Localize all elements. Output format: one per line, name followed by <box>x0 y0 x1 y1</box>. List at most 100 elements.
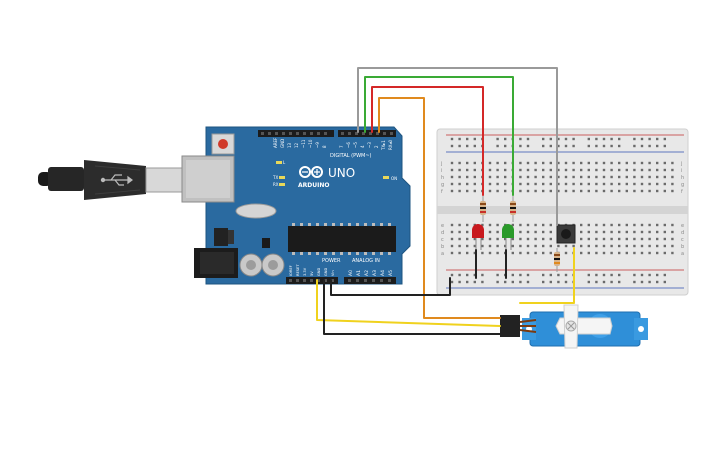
breadboard-hole <box>450 175 454 179</box>
breadboard-row-letter: d <box>681 230 684 236</box>
breadboard-row-letter: f <box>441 189 443 195</box>
breadboard-hole <box>466 244 469 248</box>
breadboard-hole <box>542 223 545 227</box>
power-pin-label: 3.3V <box>303 267 307 276</box>
power-pin-label: Vin <box>331 270 335 276</box>
breadboard-hole <box>618 280 621 284</box>
breadboard-hole <box>648 273 651 277</box>
breadboard-hole <box>557 175 560 179</box>
breadboard-hole <box>663 230 666 234</box>
breadboard-hole <box>511 237 514 241</box>
breadboard-hole <box>511 244 514 248</box>
breadboard-row-letter: f <box>681 189 683 195</box>
led-on-label: ON <box>391 176 397 181</box>
resistor-red-led <box>480 195 486 222</box>
breadboard-hole <box>648 230 651 234</box>
breadboard-hole <box>640 168 644 172</box>
breadboard-hole <box>519 161 522 165</box>
wires <box>316 67 575 335</box>
breadboard-hole <box>618 175 621 179</box>
breadboard-hole <box>595 230 598 234</box>
breadboard-hole <box>602 168 606 172</box>
breadboard-hole <box>610 137 613 141</box>
breadboard-hole <box>640 223 644 227</box>
breadboard-hole <box>450 280 454 284</box>
breadboard-hole <box>618 137 621 141</box>
breadboard-hole <box>671 161 674 165</box>
breadboard-hole <box>572 244 575 248</box>
breadboard-hole <box>572 182 575 186</box>
breadboard-hole <box>526 273 530 277</box>
breadboard-hole <box>640 189 644 193</box>
breadboard-row-letter: a <box>681 251 684 257</box>
breadboard-hole <box>625 175 628 179</box>
breadboard-hole <box>648 251 651 255</box>
breadboard-hole <box>633 251 636 255</box>
breadboard-row-letter: h <box>681 175 684 181</box>
breadboard-hole <box>595 189 598 193</box>
breadboard-row-letter: b <box>681 244 684 250</box>
breadboard-hole <box>450 273 454 277</box>
analog-label: ANALOG IN <box>352 258 380 264</box>
breadboard-hole <box>580 230 583 234</box>
breadboard-hole <box>504 244 507 248</box>
breadboard-hole <box>549 182 552 186</box>
breadboard-hole <box>534 223 537 227</box>
breadboard-hole <box>656 237 659 241</box>
breadboard-hole <box>526 144 530 148</box>
breadboard-hole <box>671 237 674 241</box>
breadboard-hole <box>534 237 537 241</box>
breadboard-hole <box>557 137 560 141</box>
breadboard-row-letter: h <box>441 175 444 181</box>
breadboard-hole <box>633 244 636 248</box>
breadboard-hole <box>488 251 492 255</box>
breadboard-hole <box>549 273 552 277</box>
breadboard-hole <box>481 251 484 255</box>
breadboard-hole <box>466 175 469 179</box>
breadboard-hole <box>542 230 545 234</box>
breadboard-hole <box>580 182 583 186</box>
breadboard-hole <box>519 237 522 241</box>
breadboard-hole <box>504 144 507 148</box>
breadboard-hole <box>496 182 499 186</box>
breadboard-hole <box>633 168 636 172</box>
breadboard-hole <box>557 244 560 248</box>
breadboard-hole <box>671 189 674 193</box>
breadboard-hole <box>640 230 644 234</box>
breadboard-hole <box>473 161 476 165</box>
breadboard-hole <box>519 230 522 234</box>
analog-pin-label: A0 <box>348 270 354 276</box>
breadboard-hole <box>526 237 530 241</box>
breadboard-hole <box>564 175 568 179</box>
wire-black-servo <box>323 279 501 335</box>
breadboard-hole <box>519 144 522 148</box>
breadboard-hole <box>458 137 461 141</box>
breadboard-hole <box>549 144 552 148</box>
breadboard-hole <box>618 273 621 277</box>
breadboard-hole <box>519 273 522 277</box>
breadboard-hole <box>587 244 590 248</box>
breadboard-hole <box>542 161 545 165</box>
breadboard-hole <box>595 137 598 141</box>
breadboard-hole <box>663 280 666 284</box>
breadboard-hole <box>519 182 522 186</box>
breadboard-hole <box>549 237 552 241</box>
breadboard-hole <box>496 189 499 193</box>
breadboard-hole <box>564 251 568 255</box>
breadboard-hole <box>671 223 674 227</box>
analog-pin-label: A1 <box>356 270 362 276</box>
red-led <box>472 224 484 250</box>
breadboard-hole <box>656 168 659 172</box>
breadboard-hole <box>534 230 537 234</box>
breadboard-hole <box>618 144 621 148</box>
breadboard-hole <box>671 175 674 179</box>
breadboard-hole <box>625 168 628 172</box>
breadboard-hole <box>488 223 492 227</box>
breadboard-hole <box>564 189 568 193</box>
model-label: UNO <box>328 166 355 180</box>
breadboard-hole <box>496 237 499 241</box>
breadboard-hole <box>496 175 499 179</box>
breadboard-hole <box>466 144 469 148</box>
breadboard-hole <box>481 244 484 248</box>
breadboard-hole <box>534 168 537 172</box>
